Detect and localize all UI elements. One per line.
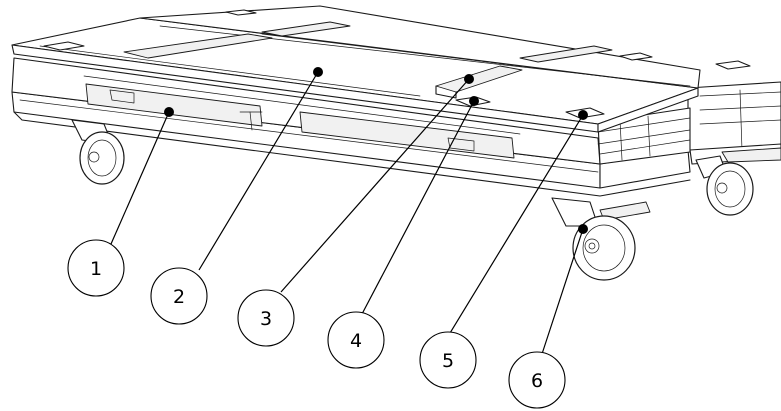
callout-1: 1 bbox=[67, 239, 125, 297]
main-dolly bbox=[11, 5, 751, 281]
anchor-dot-2 bbox=[313, 67, 323, 77]
callout-label-3: 3 bbox=[260, 308, 272, 330]
anchor-dot-5 bbox=[578, 110, 588, 120]
leader-1 bbox=[110, 111, 170, 245]
callout-label-2: 2 bbox=[173, 286, 185, 308]
callout-6: 6 bbox=[508, 351, 566, 409]
leader-3 bbox=[280, 78, 470, 293]
anchor-dot-1 bbox=[164, 107, 174, 117]
anchor-dot-4 bbox=[469, 96, 479, 106]
anchor-dot-6 bbox=[578, 224, 588, 234]
callout-label-5: 5 bbox=[442, 350, 454, 372]
callout-bubbles: 1 2 3 4 5 6 bbox=[67, 239, 566, 409]
rear-dolly bbox=[687, 81, 781, 216]
leader-2 bbox=[198, 71, 319, 271]
callout-2: 2 bbox=[150, 267, 208, 325]
callout-label-1: 1 bbox=[90, 258, 102, 280]
callout-5: 5 bbox=[419, 331, 477, 389]
callout-4: 4 bbox=[327, 311, 385, 369]
callout-leaders bbox=[110, 67, 588, 358]
leader-6 bbox=[540, 228, 584, 358]
leader-4 bbox=[361, 100, 475, 315]
anchor-dot-3 bbox=[464, 74, 474, 84]
callout-label-6: 6 bbox=[531, 370, 543, 392]
callout-label-4: 4 bbox=[350, 330, 362, 352]
leader-5 bbox=[449, 114, 584, 334]
callout-3: 3 bbox=[237, 289, 295, 347]
